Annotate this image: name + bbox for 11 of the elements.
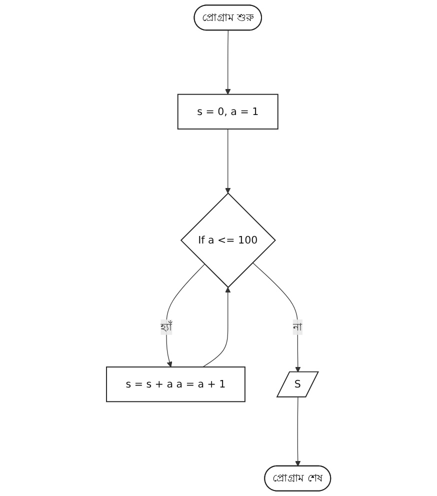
- node-box: s = 0, a = 1: [177, 94, 278, 130]
- arrow: [166, 264, 205, 368]
- arrow: [252, 262, 301, 372]
- arrow: [294, 396, 301, 466]
- edge-label: হ্যাঁ: [160, 320, 172, 333]
- arrow: [224, 128, 231, 194]
- arrow: [202, 287, 231, 368]
- arrow: [224, 30, 231, 95]
- node-box: s = s + a a = a + 1: [106, 366, 246, 402]
- node-diamond: If a <= 100: [180, 192, 276, 288]
- edge-label: না: [292, 320, 302, 333]
